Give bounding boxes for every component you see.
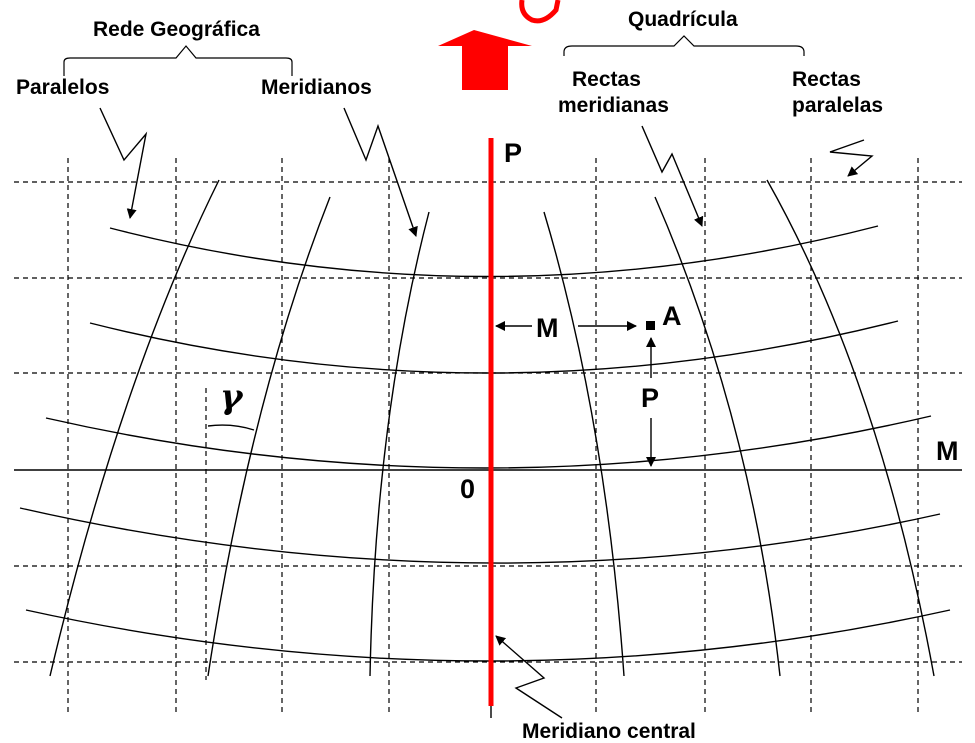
label-rectas-paralelas-1: Rectas [792, 68, 861, 91]
rectas-paralelas-pointer [829, 139, 874, 177]
label-quadricula: Quadrícula [628, 8, 738, 31]
grid-horizontal-lines [14, 181, 962, 663]
label-point-a: A [662, 301, 682, 331]
label-meridianos: Meridianos [261, 76, 372, 99]
label-p-coordinate: P [641, 383, 659, 413]
label-rectas-meridianas-1: Rectas [572, 68, 641, 91]
point-a-marker [646, 321, 655, 330]
label-paralelos: Paralelos [16, 76, 109, 99]
label-m-coordinate: M [536, 313, 559, 343]
meridianos-pointer [343, 107, 418, 237]
label-origin: 0 [460, 474, 475, 504]
red-circle-fragment [519, 0, 561, 24]
label-rectas-paralelas-2: paralelas [792, 94, 883, 117]
label-m-axis: M [936, 436, 959, 466]
label-p-axis: P [504, 138, 522, 168]
label-rectas-meridianas-2: meridianas [558, 94, 669, 117]
rede-geografica-brace [63, 45, 293, 76]
parallels-curves [19, 225, 951, 662]
grid-vertical-lines [67, 158, 919, 712]
meridiano-central-pointer [495, 635, 563, 719]
gamma-arc [207, 424, 255, 431]
meridians-curves [49, 179, 935, 677]
north-arrow-icon [438, 30, 532, 90]
rectas-meridianas-pointer [641, 125, 704, 227]
label-gamma: γ [220, 377, 244, 417]
paralelos-pointer [99, 107, 148, 219]
label-meridiano-central: Meridiano central [522, 720, 696, 743]
quadricula-brace [563, 35, 805, 56]
label-rede-geografica: Rede Geográfica [93, 18, 260, 41]
